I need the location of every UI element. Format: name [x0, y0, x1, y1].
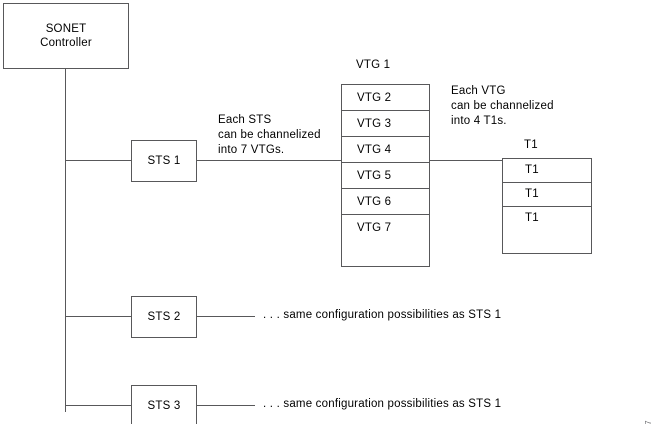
annotation-each-sts-line3: into 7 VTGs. [218, 144, 285, 156]
vtg-row: VTG 2 [342, 85, 429, 111]
vtg-4-label: VTG 4 [357, 143, 392, 156]
sonet-controller-label-line1: SONET [45, 23, 87, 35]
connector-sts2-to-note [197, 316, 255, 317]
sts-2-box: STS 2 [131, 296, 197, 338]
t1-stack: T1 T1 T1 [502, 158, 592, 254]
vtg-row: VTG 7 [342, 215, 429, 241]
branch-line-sts2 [65, 316, 131, 317]
sts-1-box: STS 1 [131, 140, 197, 182]
t1-label: T1 [525, 212, 539, 225]
sts-2-label: STS 2 [147, 311, 181, 323]
annotation-each-vtg-line3: into 4 T1s. [451, 115, 507, 127]
t1-row: T1 [503, 183, 591, 207]
vtg-1-label: VTG 1 [356, 59, 391, 71]
trunk-vertical-line [65, 69, 66, 412]
vtg-6-label: VTG 6 [357, 195, 392, 208]
t1-row: T1 [503, 207, 591, 231]
annotation-each-sts: Each STS can be channelized into 7 VTGs. [218, 113, 321, 158]
vtg-row: VTG 5 [342, 163, 429, 189]
annotation-each-vtg-line2: can be channelized [451, 100, 554, 112]
vtg-row: VTG 6 [342, 189, 429, 215]
sts-3-label: STS 3 [147, 400, 181, 412]
sts-1-label: STS 1 [147, 155, 181, 167]
connector-sts1-to-vtg-stack [197, 160, 342, 161]
t1-label: T1 [525, 188, 539, 201]
branch-line-sts1 [65, 160, 131, 161]
connector-vtg4-to-t1-stack [430, 160, 502, 161]
sonet-controller-box: SONET Controller [3, 3, 129, 69]
t1-label: T1 [525, 164, 539, 177]
vtg-3-label: VTG 3 [357, 117, 392, 130]
t1-top-label: T1 [524, 139, 538, 151]
vtg-2-label: VTG 2 [357, 91, 392, 104]
vtg-row: VTG 3 [342, 111, 429, 137]
sonet-controller-label-line2: Controller [40, 37, 92, 49]
vtg-row: VTG 4 [342, 137, 429, 163]
branch-line-sts3 [65, 405, 131, 406]
annotation-each-vtg: Each VTG can be channelized into 4 T1s. [451, 84, 554, 129]
note-sts3: . . . same configuration possibilities a… [263, 398, 502, 410]
note-sts2: . . . same configuration possibilities a… [263, 309, 502, 321]
vtg-5-label: VTG 5 [357, 169, 392, 182]
annotation-each-sts-line1: Each STS [218, 114, 272, 126]
vtg-stack: VTG 2 VTG 3 VTG 4 VTG 5 VTG 6 VTG 7 [341, 84, 430, 267]
connector-sts3-to-note [197, 405, 255, 406]
sts-3-box: STS 3 [131, 385, 197, 424]
annotation-each-vtg-line1: Each VTG [451, 85, 506, 97]
figure-id: 210877 [644, 420, 653, 424]
vtg-7-label: VTG 7 [357, 222, 392, 234]
t1-row: T1 [503, 159, 591, 183]
annotation-each-sts-line2: can be channelized [218, 129, 321, 141]
